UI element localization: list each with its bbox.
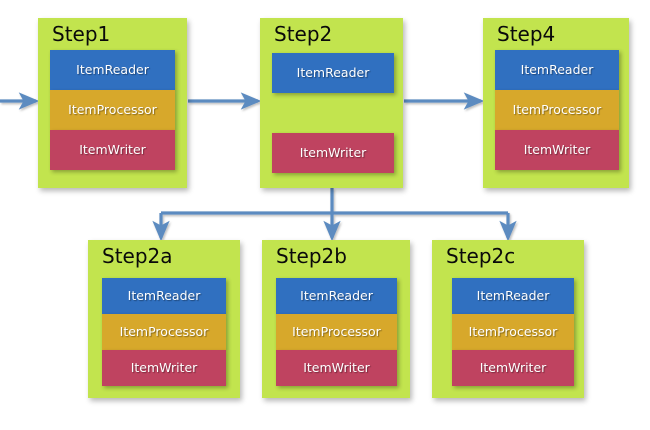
band-item-writer-step1[interactable]: ItemWriter	[50, 130, 175, 170]
band-item-writer-step2a[interactable]: ItemWriter	[102, 350, 226, 386]
band-stack-step2c: ItemReader ItemProcessor ItemWriter	[452, 278, 574, 386]
band-stack-step1: ItemReader ItemProcessor ItemWriter	[50, 50, 175, 170]
step-title-step2c: Step2c	[446, 244, 516, 268]
band-item-processor-step1[interactable]: ItemProcessor	[50, 90, 175, 130]
band-item-reader-step2b[interactable]: ItemReader	[276, 278, 397, 314]
step-box-step2[interactable]: Step2 ItemReader ItemWriter	[260, 18, 403, 188]
band-item-processor-step2c[interactable]: ItemProcessor	[452, 314, 574, 350]
step-title-step2: Step2	[274, 22, 333, 46]
step-box-step2b[interactable]: Step2b ItemReader ItemProcessor ItemWrit…	[262, 240, 410, 398]
band-stack-step2b: ItemReader ItemProcessor ItemWriter	[276, 278, 397, 386]
band-stack-step2a: ItemReader ItemProcessor ItemWriter	[102, 278, 226, 386]
step-box-step2a[interactable]: Step2a ItemReader ItemProcessor ItemWrit…	[88, 240, 240, 398]
band-item-processor-step2b[interactable]: ItemProcessor	[276, 314, 397, 350]
step-box-step1[interactable]: Step1 ItemReader ItemProcessor ItemWrite…	[38, 18, 187, 188]
band-item-writer-step2c[interactable]: ItemWriter	[452, 350, 574, 386]
band-item-writer-step2[interactable]: ItemWriter	[272, 133, 394, 173]
band-item-reader-step4[interactable]: ItemReader	[495, 50, 619, 90]
band-item-reader-step2a[interactable]: ItemReader	[102, 278, 226, 314]
step-title-step2b: Step2b	[276, 244, 347, 268]
band-stack-step2: ItemReader ItemWriter	[272, 53, 394, 173]
band-item-processor-step2a[interactable]: ItemProcessor	[102, 314, 226, 350]
step-title-step4: Step4	[497, 22, 556, 46]
step-box-step2c[interactable]: Step2c ItemReader ItemProcessor ItemWrit…	[432, 240, 584, 398]
band-item-writer-step4[interactable]: ItemWriter	[495, 130, 619, 170]
band-item-processor-step4[interactable]: ItemProcessor	[495, 90, 619, 130]
step-title-step1: Step1	[52, 22, 111, 46]
step-title-step2a: Step2a	[102, 244, 173, 268]
band-item-reader-step2[interactable]: ItemReader	[272, 53, 394, 93]
band-item-reader-step1[interactable]: ItemReader	[50, 50, 175, 90]
band-item-reader-step2c[interactable]: ItemReader	[452, 278, 574, 314]
step-box-step4[interactable]: Step4 ItemReader ItemProcessor ItemWrite…	[483, 18, 629, 188]
band-stack-step4: ItemReader ItemProcessor ItemWriter	[495, 50, 619, 170]
band-gap-step2	[272, 93, 394, 133]
band-item-writer-step2b[interactable]: ItemWriter	[276, 350, 397, 386]
